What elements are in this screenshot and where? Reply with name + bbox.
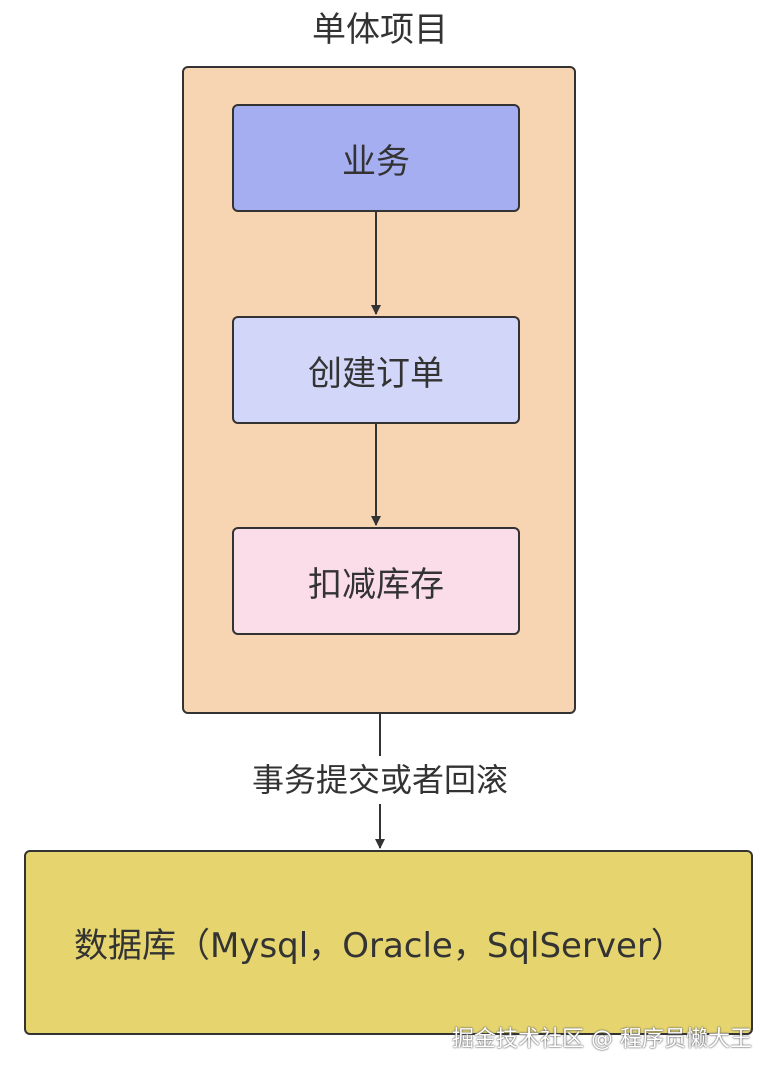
node-business: 业务 bbox=[232, 104, 520, 212]
database-label: 数据库（Mysql，Oracle，SqlServer） bbox=[74, 926, 685, 966]
container-title: 单体项目 bbox=[312, 10, 448, 50]
edge-label-commit-rollback: 事务提交或者回滚 bbox=[180, 756, 580, 804]
node-deduct-stock-label: 扣减库存 bbox=[308, 564, 444, 605]
node-create-order: 创建订单 bbox=[232, 316, 520, 424]
watermark: 掘金技术社区 @ 程序员懒大王 bbox=[452, 1027, 752, 1052]
node-business-label: 业务 bbox=[342, 141, 410, 182]
database-node: 数据库（Mysql，Oracle，SqlServer） bbox=[24, 850, 753, 1035]
node-deduct-stock: 扣减库存 bbox=[232, 527, 520, 635]
node-create-order-label: 创建订单 bbox=[308, 353, 444, 394]
